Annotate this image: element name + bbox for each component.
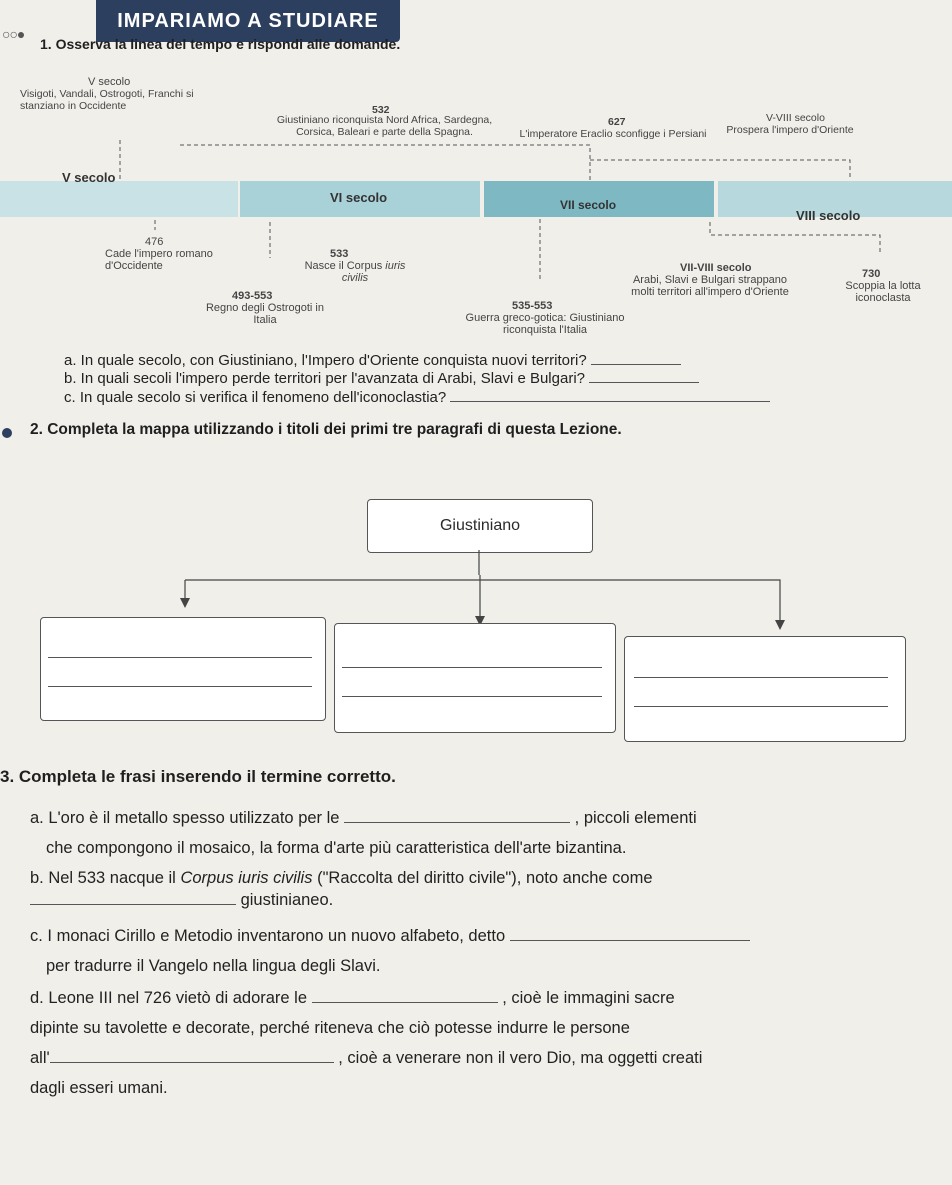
answer-line[interactable] <box>342 696 602 697</box>
century-segment <box>0 181 238 217</box>
event-year: 493-553 <box>232 290 273 302</box>
difficulty-dots: ○○● <box>2 26 25 42</box>
sentence-a: a. L'oro è il metallo spesso utilizzato … <box>30 809 697 827</box>
event-text: Scoppia la lotta iconoclasta <box>845 280 921 304</box>
question-a: a. In quale secolo, con Giustiniano, l'I… <box>64 352 681 369</box>
answer-blank[interactable] <box>450 401 771 402</box>
answer-blank[interactable] <box>589 382 700 383</box>
century-segment <box>484 181 714 217</box>
exercise-3-title: 3. Completa le frasi inserendo il termin… <box>0 767 396 786</box>
event-year: VII-VIII secolo <box>680 262 752 274</box>
exercise-1-title: 1. Osserva la linea del tempo e rispondi… <box>40 36 401 52</box>
section-banner: IMPARIAMO A STUDIARE <box>96 0 400 42</box>
answer-blank[interactable] <box>311 1002 498 1003</box>
century-label: VIII secolo <box>796 208 861 223</box>
exercise-2-title: 2. Completa la mappa utilizzando i titol… <box>30 421 622 438</box>
answer-blank[interactable] <box>30 904 236 905</box>
map-box-3[interactable] <box>624 636 906 742</box>
timeline-connectors <box>119 140 881 280</box>
century-segment <box>718 181 952 217</box>
event-text: Giustiniano riconquista Nord Africa, Sar… <box>276 114 493 138</box>
answer-line[interactable] <box>48 686 312 687</box>
event-year: 476 <box>145 236 164 248</box>
answer-blank[interactable] <box>344 822 571 823</box>
answer-blank[interactable] <box>509 940 750 941</box>
map-connectors <box>180 550 785 630</box>
event-year: V-VIII secolo <box>766 112 825 124</box>
event-year: 532 <box>372 104 390 116</box>
event-year: 730 <box>862 268 881 280</box>
answer-line[interactable] <box>634 677 888 678</box>
century-label: VI secolo <box>330 190 388 205</box>
question-c: c. In quale secolo si verifica il fenome… <box>64 389 771 406</box>
event-year: 533 <box>330 248 349 260</box>
answer-line[interactable] <box>48 657 312 658</box>
event-text: Prospera l'impero d'Oriente <box>726 124 854 136</box>
answer-line[interactable] <box>634 706 888 707</box>
sentence-c: c. I monaci Cirillo e Metodio inventaron… <box>30 926 750 947</box>
event-text: Arabi, Slavi e Bulgari strappano molti t… <box>631 274 789 298</box>
event-year: 535-553 <box>512 300 553 312</box>
sentence-d-cont: dagli esseri umani. <box>30 1079 168 1097</box>
event-text: Nasce il Corpus iuris civilis <box>304 260 406 284</box>
answer-line[interactable] <box>342 667 602 668</box>
sentence-a-cont: che compongono il mosaico, la forma d'ar… <box>46 839 627 857</box>
event-text: Visigoti, Vandali, Ostrogoti, Franchi si… <box>20 88 194 112</box>
question-b: b. In quali secoli l'impero perde territ… <box>64 370 700 387</box>
map-box-1[interactable] <box>40 617 326 721</box>
event-year: V secolo <box>88 76 131 88</box>
sentence-d: d. Leone III nel 726 vietò di adorare le… <box>30 989 675 1007</box>
sentence-d-cont: dipinte su tavolette e decorate, perché … <box>30 1019 630 1037</box>
answer-blank[interactable] <box>590 364 681 365</box>
map-box-2[interactable] <box>334 623 616 733</box>
century-label: VII secolo <box>560 198 617 212</box>
bullet-icon <box>2 428 12 438</box>
event-text: L'imperatore Eraclio sconfigge i Persian… <box>519 128 707 140</box>
century-label: V secolo <box>62 170 116 185</box>
event-text: Regno degli Ostrogoti in Italia <box>205 302 324 326</box>
event-text: Guerra greco-gotica: Giustiniano riconqu… <box>465 312 625 336</box>
sentence-c-cont: per tradurre il Vangelo nella lingua deg… <box>46 957 381 975</box>
event-text: Cade l'impero romano d'Occidente <box>105 248 213 272</box>
sentence-b-cont: giustinianeo. <box>30 890 333 911</box>
century-segment <box>240 181 480 217</box>
answer-blank[interactable] <box>49 1062 334 1063</box>
event-year: 627 <box>608 116 626 128</box>
map-root: Giustiniano <box>367 499 593 553</box>
sentence-d-cont: all' , cioè a venerare non il vero Dio, … <box>30 1049 703 1067</box>
sentence-b: b. Nel 533 nacque il Corpus iuris civili… <box>30 869 653 887</box>
